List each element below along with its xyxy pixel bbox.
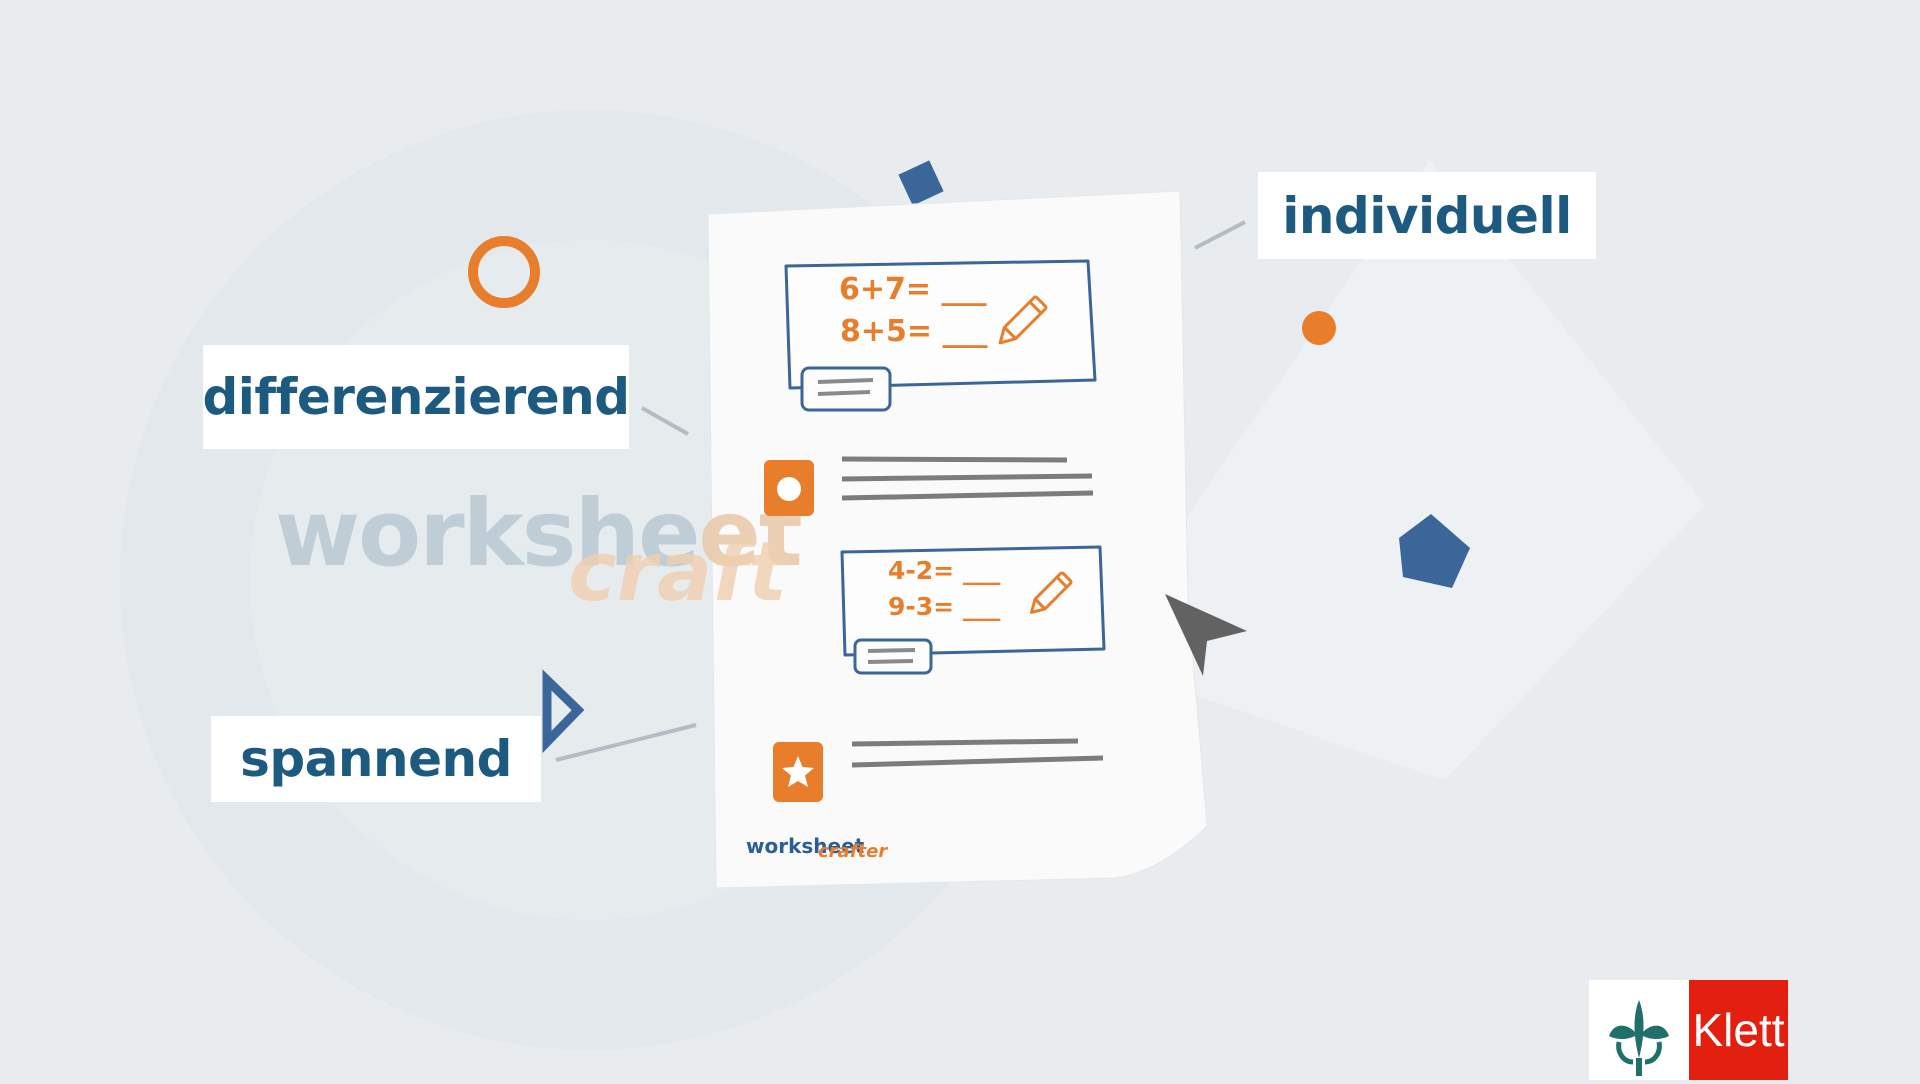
worksheet-footer-logo-word: worksheet [746, 834, 865, 858]
watermark-script-text: craft [568, 525, 788, 620]
worksheet-footer-logo: worksheet [746, 834, 864, 858]
tab-2-line-a [867, 648, 916, 653]
watermark-script: craft [568, 525, 787, 620]
cursor-arrow-icon [1165, 594, 1247, 676]
klett-logo: Klett [1689, 980, 1788, 1080]
label-spannend: spannend [211, 716, 541, 802]
math-box-1 [784, 259, 1097, 390]
math-box-1-line-1: 6+7= ___ [839, 272, 987, 307]
tab-2-line-b [867, 659, 914, 664]
orange-square-circle-dot [777, 477, 801, 501]
pencil-icon [1030, 571, 1073, 614]
klett-plant-icon [1609, 1000, 1669, 1076]
blue-triangle-shape [542, 669, 585, 754]
math-box-2-line-1: 4-2= ___ [888, 556, 1001, 585]
background-polygon [1090, 160, 1705, 780]
worksheet-footer-logo-script: crafter [818, 841, 888, 862]
blue-pentagon-shape [1399, 514, 1470, 588]
connector-line-spannend [555, 723, 697, 762]
label-individuell-text: individuell [1282, 186, 1572, 245]
tab-1-line-b [817, 390, 871, 396]
task-1-line-a [841, 456, 1068, 463]
watermark-word: workshe [275, 480, 700, 587]
orange-ring-shape [468, 236, 540, 308]
pencil-icon [998, 295, 1048, 345]
connector-line-differenzierend [641, 406, 689, 436]
label-differenzierend-text: differenzierend [202, 368, 630, 426]
orange-dot-shape [1302, 311, 1336, 345]
task-2-line-a [851, 738, 1079, 747]
math-box-1-line-2: 8+5= ___ [840, 314, 988, 349]
klett-logo-emblem [1589, 980, 1689, 1080]
label-spannend-text: spannend [240, 730, 512, 788]
klett-logo-text: Klett [1692, 1004, 1785, 1056]
task-1-line-c [841, 490, 1094, 501]
tab-1-line-a [817, 378, 874, 384]
math-box-2-tab [853, 638, 933, 675]
blue-square-shape [898, 160, 944, 206]
worksheet-footer-logo-script-wrap: crafter [818, 841, 887, 862]
task-1-line-b [841, 473, 1093, 482]
math-box-2-line-2: 9-3= ___ [888, 592, 1001, 621]
connector-line-individuell [1194, 220, 1246, 250]
label-differenzierend: differenzierend [202, 345, 630, 449]
math-box-1-tab [800, 366, 892, 412]
star-glyph [782, 756, 814, 787]
label-individuell: individuell [1258, 172, 1596, 259]
task-2-line-b [851, 755, 1104, 768]
math-box-2 [840, 545, 1106, 657]
